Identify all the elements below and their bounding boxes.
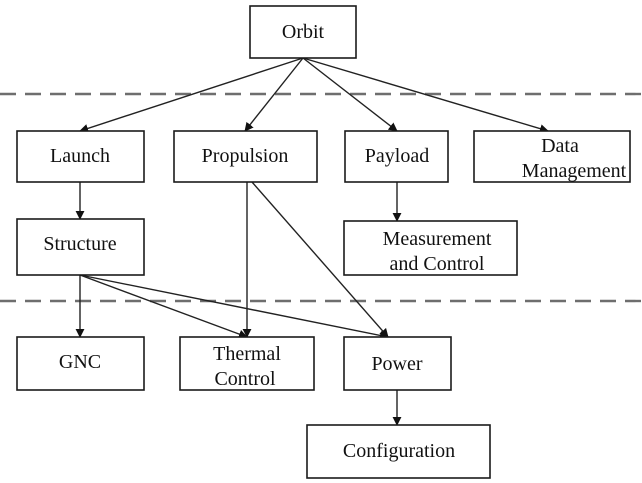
- svg-text:Management: Management: [522, 160, 627, 182]
- node-data-management-label-1: Data: [541, 135, 579, 157]
- node-orbit: Orbit: [249, 5, 357, 59]
- edge-orbit-to-propulsion: [244, 57, 304, 132]
- node-launch: Launch: [16, 130, 145, 183]
- node-structure-label-1: Structure: [43, 233, 116, 255]
- edges-layer: [75, 57, 549, 426]
- node-data-management-label-2: Management: [522, 160, 627, 182]
- node-data-management: Data Management: [473, 130, 631, 183]
- node-payload: Payload: [344, 130, 449, 183]
- svg-text:Thermal: Thermal: [213, 343, 281, 365]
- node-gnc-label-1: GNC: [59, 351, 101, 373]
- node-thermal-control-label-2: Control: [214, 368, 276, 390]
- node-power: Power: [343, 336, 452, 391]
- node-propulsion-label-1: Propulsion: [202, 145, 289, 167]
- node-configuration-label-1: Configuration: [343, 440, 455, 462]
- node-orbit-label-1: Orbit: [282, 21, 325, 43]
- edge-orbit-to-data-management: [302, 57, 549, 133]
- svg-text:Structure: Structure: [43, 233, 116, 255]
- svg-text:Propulsion: Propulsion: [202, 145, 289, 167]
- node-gnc: GNC: [16, 336, 145, 391]
- node-measurement-and-control-label-2: and Control: [390, 253, 485, 275]
- node-configuration: Configuration: [306, 424, 491, 479]
- node-power-label-1: Power: [371, 353, 422, 375]
- svg-text:Power: Power: [371, 353, 422, 375]
- node-launch-label-1: Launch: [50, 145, 110, 167]
- edge-orbit-to-payload: [302, 57, 398, 132]
- node-thermal-control-label-1: Thermal: [213, 343, 281, 365]
- edge-structure-to-power: [79, 274, 389, 340]
- node-structure: Structure: [16, 218, 145, 276]
- node-payload-label-1: Payload: [365, 145, 429, 167]
- node-thermal-control: Thermal Control: [179, 336, 315, 391]
- edge-structure-to-thermal-control: [79, 274, 248, 339]
- svg-text:Measurement: Measurement: [383, 228, 492, 250]
- svg-text:and Control: and Control: [390, 253, 485, 275]
- svg-text:Data: Data: [541, 135, 579, 157]
- svg-text:Control: Control: [214, 368, 276, 390]
- edge-propulsion-to-power: [251, 181, 389, 338]
- node-propulsion: Propulsion: [173, 130, 318, 183]
- svg-text:Configuration: Configuration: [343, 440, 455, 462]
- svg-text:Orbit: Orbit: [282, 21, 325, 43]
- svg-text:Payload: Payload: [365, 145, 429, 167]
- node-measurement-and-control-label-1: Measurement: [383, 228, 492, 250]
- node-measurement-and-control: Measurement and Control: [343, 220, 518, 276]
- svg-text:Launch: Launch: [50, 145, 110, 167]
- edge-orbit-to-launch: [79, 57, 304, 133]
- svg-text:GNC: GNC: [59, 351, 101, 373]
